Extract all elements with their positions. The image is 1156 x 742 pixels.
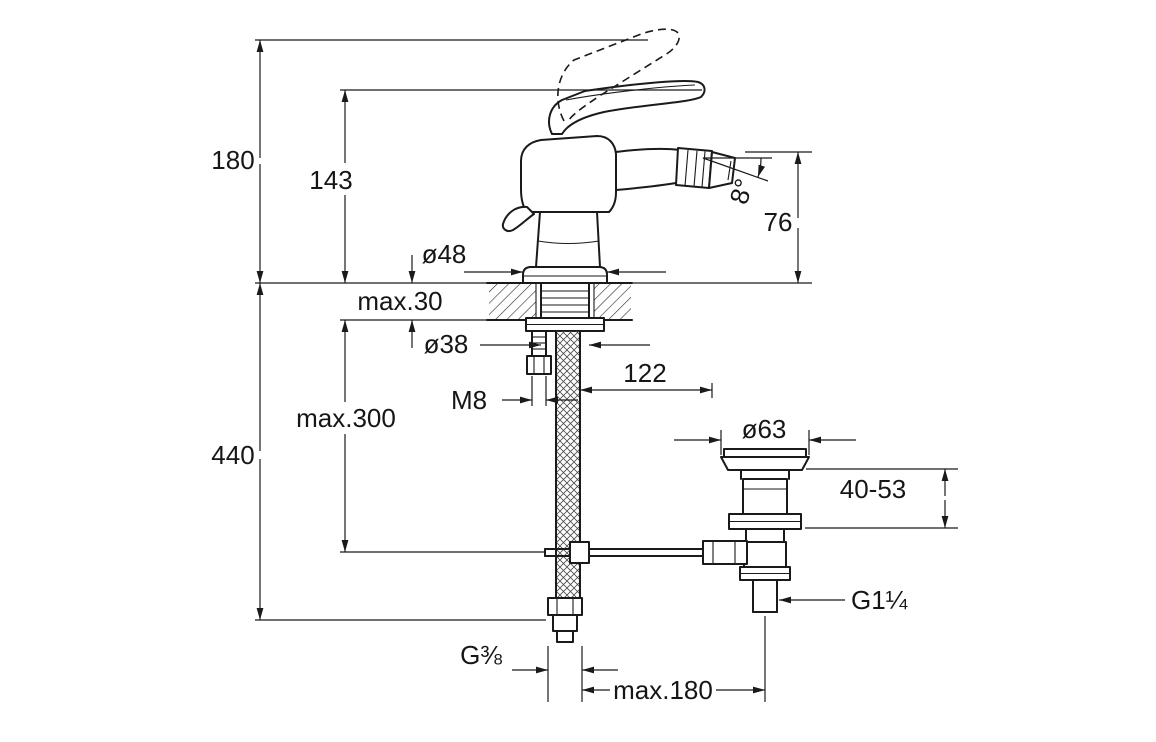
dim-spout-reach: 122 <box>623 358 666 388</box>
dim-max-deck-thickness: max.30 <box>357 286 442 316</box>
mounting-hardware <box>525 282 605 375</box>
dim-waste-height-range: 40-53 <box>840 474 907 504</box>
faucet-body-drawing <box>501 28 736 284</box>
dim-waste-thread: G1¼ <box>851 585 908 615</box>
dim-max-hose-length: max.300 <box>296 403 396 433</box>
dim-fixing-stud: M8 <box>451 385 487 415</box>
countertop-section <box>486 282 633 321</box>
dimension-labels: 180 143 440 max.300 max.30 ø48 ø38 M8 12… <box>211 145 907 705</box>
dim-total-depth: 440 <box>211 440 254 470</box>
dim-waste-flange-diameter: ø63 <box>742 414 787 444</box>
dim-spout-height: 76 <box>764 207 793 237</box>
dim-base-diameter: ø48 <box>422 239 467 269</box>
pop-up-rod <box>544 541 707 564</box>
dim-height-overall: 180 <box>211 145 254 175</box>
dim-hole-diameter: ø38 <box>424 329 469 359</box>
dim-height-to-handle: 143 <box>309 165 352 195</box>
dimension-lines <box>256 40 949 694</box>
dim-max-waste-offset: max.180 <box>613 675 713 705</box>
dim-spout-angle: 8° <box>723 175 759 208</box>
dim-hose-thread: G⅜ <box>460 640 502 670</box>
supply-hose <box>547 330 583 643</box>
pop-up-waste-drawing <box>702 448 810 613</box>
